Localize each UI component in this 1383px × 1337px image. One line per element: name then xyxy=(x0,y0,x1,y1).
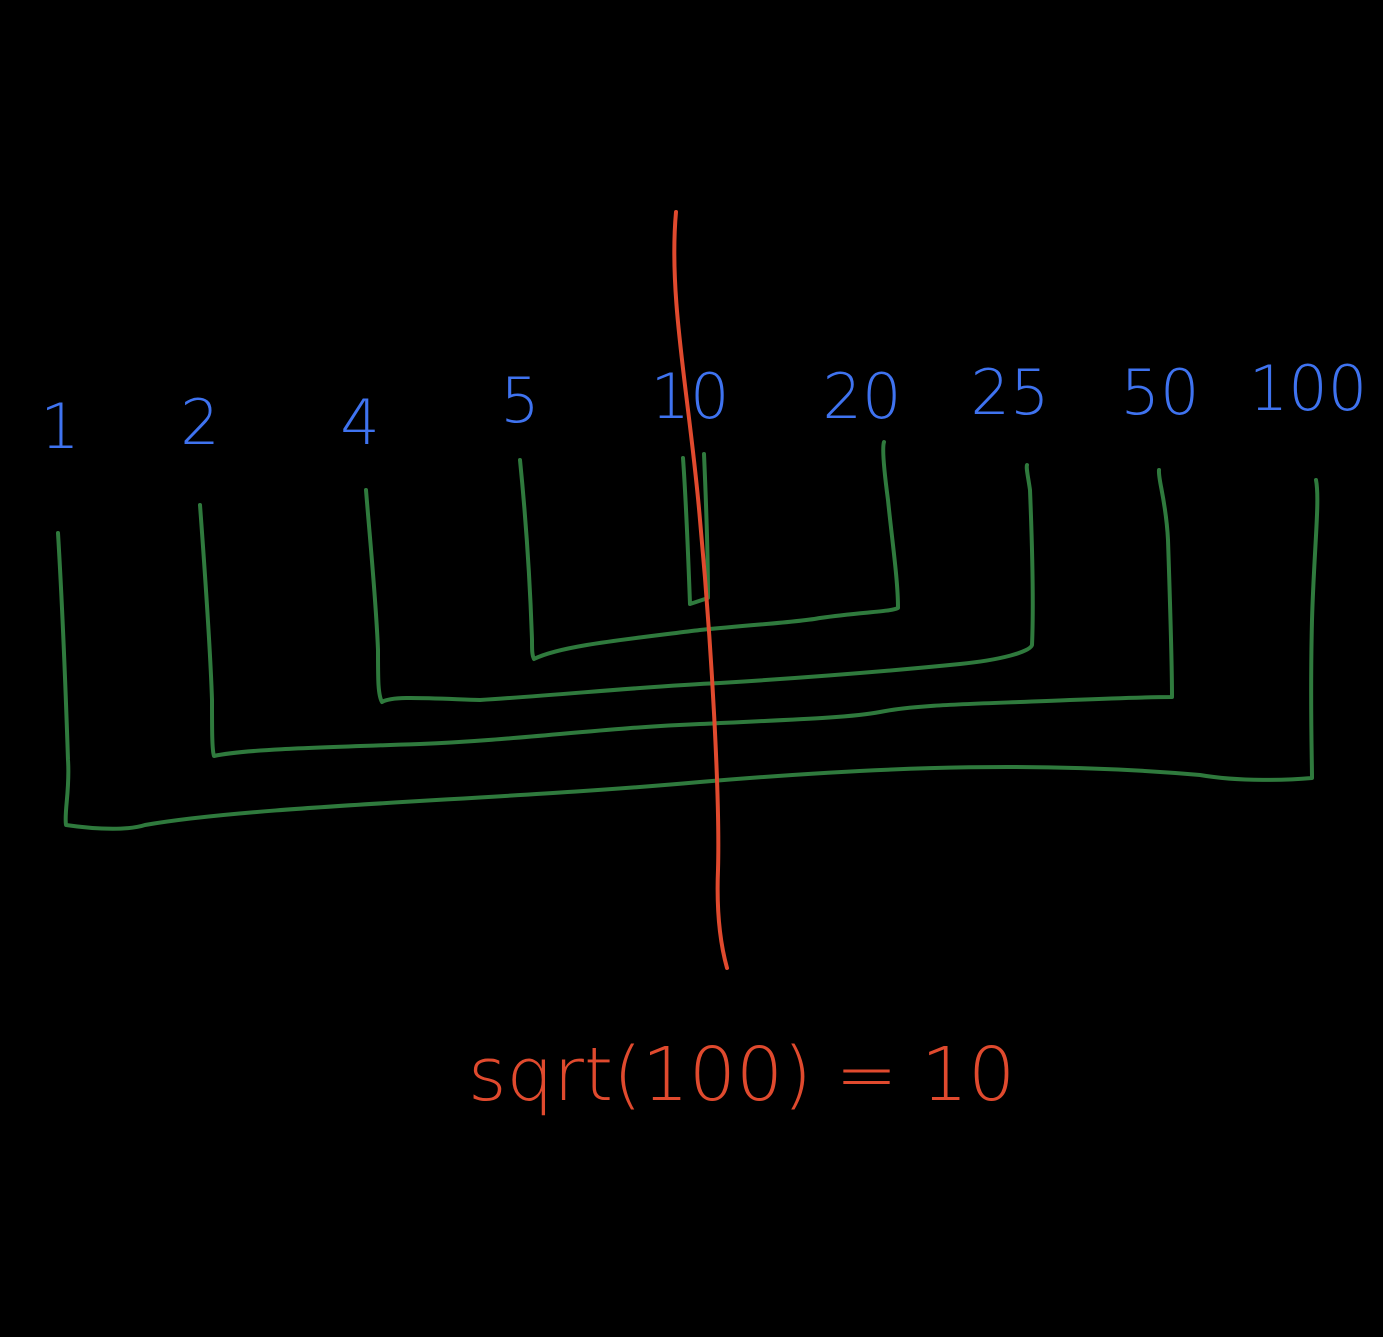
divisor-label-4: 4 xyxy=(340,386,379,459)
divisor-label-5: 5 xyxy=(500,364,539,437)
pair-bracket-10-10 xyxy=(681,452,710,606)
pair-bracket-4-25 xyxy=(364,463,1035,704)
square-root-equation: sqrt(100) = 10 xyxy=(468,1032,1015,1118)
square-root-divider-line xyxy=(672,210,729,970)
divisor-label-25: 25 xyxy=(971,356,1050,429)
divisor-label-1: 1 xyxy=(40,390,79,463)
pair-brackets xyxy=(56,440,1320,831)
pair-bracket-1-100 xyxy=(56,478,1320,831)
divisor-label-20: 20 xyxy=(823,360,902,433)
divisor-label-100: 100 xyxy=(1249,352,1367,425)
pair-bracket-5-20 xyxy=(518,440,900,661)
pair-bracket-2-50 xyxy=(198,468,1174,758)
divisor-label-50: 50 xyxy=(1121,356,1200,429)
divisor-label-2: 2 xyxy=(180,386,219,459)
